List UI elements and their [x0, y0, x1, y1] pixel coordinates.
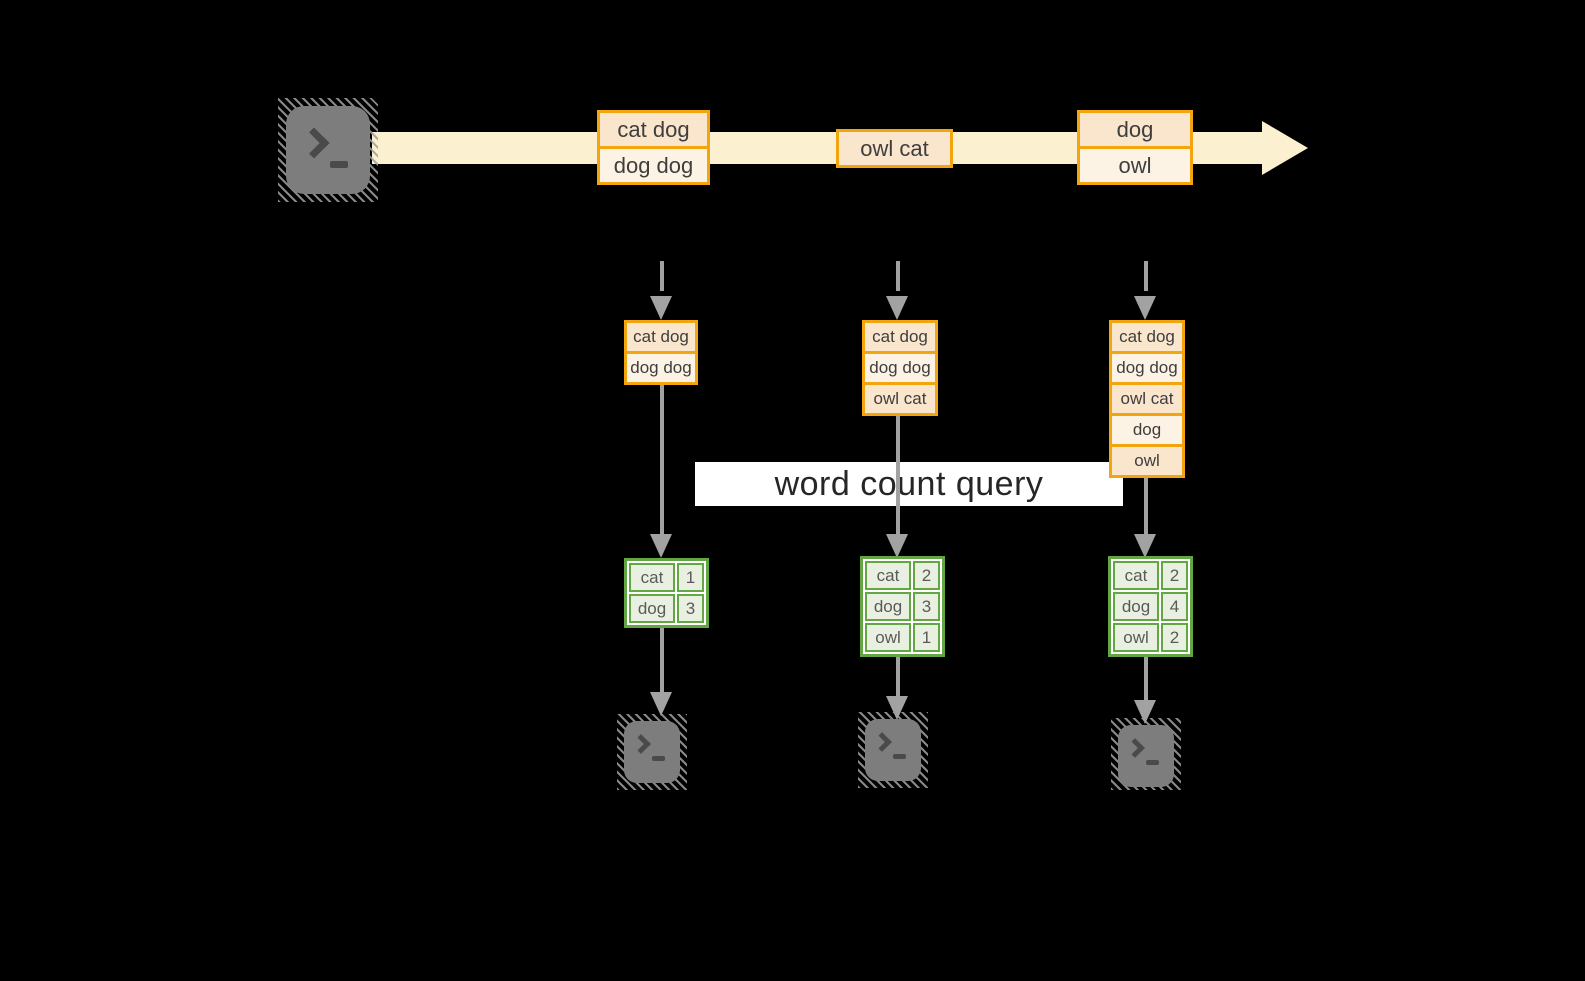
feed-arrow-line-1: [660, 261, 664, 291]
query-arrow-head-2: [886, 534, 908, 558]
count-value-cell: 3: [913, 592, 940, 621]
output-arrow-head-1: [650, 692, 672, 716]
count-word-cell: cat: [865, 561, 911, 590]
output-arrow-line-3: [1144, 657, 1148, 700]
count-value-cell: 2: [1161, 623, 1188, 652]
prompt-underscore-icon: [1146, 760, 1159, 765]
buffer-word: owl cat: [1112, 382, 1182, 413]
count-value-cell: 4: [1161, 592, 1188, 621]
count-word-cell: cat: [629, 563, 675, 592]
count-value-cell: 1: [677, 563, 704, 592]
sink-hatch-frame-1: [617, 714, 687, 790]
feed-arrow-head-2: [886, 296, 908, 320]
terminal-icon: [865, 719, 921, 781]
source-hatch-frame: [278, 98, 378, 202]
feed-arrow-line-2: [896, 261, 900, 291]
terminal-icon: [624, 721, 680, 783]
count-value-cell: 1: [913, 623, 940, 652]
feed-arrow-line-3: [1144, 261, 1148, 291]
sink-hatch-frame-2: [858, 712, 928, 788]
buffer-word: cat dog: [1112, 323, 1182, 351]
buffer-word: dog: [1112, 413, 1182, 444]
stream-event-group-2: owl cat: [836, 129, 953, 168]
stream-arrow-head: [1262, 121, 1308, 175]
prompt-chevron-icon: [1125, 738, 1145, 758]
prompt-underscore-icon: [893, 754, 906, 759]
buffer-word: owl cat: [865, 382, 935, 413]
buffer-word: dog dog: [1112, 351, 1182, 382]
query-arrow-head-1: [650, 534, 672, 558]
buffer-word: cat dog: [627, 323, 695, 351]
query-arrow-line-1: [660, 384, 664, 534]
stream-event-word: dog dog: [600, 146, 707, 182]
count-value-cell: 2: [1161, 561, 1188, 590]
output-arrow-line-2: [896, 657, 900, 696]
buffer-word: dog dog: [865, 351, 935, 382]
buffer-word: cat dog: [865, 323, 935, 351]
stream-event-word: owl: [1080, 146, 1190, 182]
query-arrow-line-2: [896, 415, 900, 534]
count-word-cell: cat: [1113, 561, 1159, 590]
feed-arrow-head-1: [650, 296, 672, 320]
sink-hatch-frame-3: [1111, 718, 1181, 790]
prompt-chevron-icon: [631, 734, 651, 754]
prompt-chevron-icon: [298, 127, 330, 159]
buffer-word: dog dog: [627, 351, 695, 382]
buffer-word: owl: [1112, 444, 1182, 475]
count-word-cell: dog: [865, 592, 911, 621]
stream-event-word: owl cat: [839, 132, 950, 165]
count-word-cell: dog: [1113, 592, 1159, 621]
prompt-chevron-icon: [872, 732, 892, 752]
feed-arrow-head-3: [1134, 296, 1156, 320]
count-word-cell: owl: [1113, 623, 1159, 652]
output-arrow-line-1: [660, 628, 664, 692]
query-arrow-head-3: [1134, 534, 1156, 558]
prompt-underscore-icon: [652, 756, 665, 761]
terminal-icon: [1118, 725, 1174, 787]
query-banner: word count query: [695, 462, 1123, 506]
count-value-cell: 2: [913, 561, 940, 590]
count-word-cell: owl: [865, 623, 911, 652]
count-word-cell: dog: [629, 594, 675, 623]
count-value-cell: 3: [677, 594, 704, 623]
stream-event-word: cat dog: [600, 113, 707, 146]
terminal-icon: [286, 106, 370, 194]
prompt-underscore-icon: [330, 161, 348, 168]
stream-event-word: dog: [1080, 113, 1190, 146]
query-arrow-line-3: [1144, 477, 1148, 534]
